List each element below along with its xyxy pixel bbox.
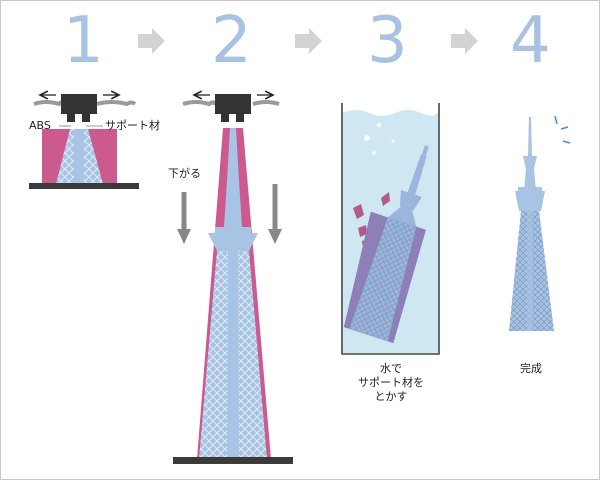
- label-complete: 完成: [520, 362, 542, 375]
- step-arrow-1-2: [138, 28, 165, 54]
- label-dissolve-line1: 水で: [380, 362, 402, 375]
- step4-sparkle-icon: [554, 115, 571, 144]
- step4-finished-tower: [509, 117, 554, 331]
- step2-print-head: [182, 94, 280, 122]
- label-abs: ABS: [29, 119, 51, 132]
- step2-down-arrow-left: [177, 192, 191, 244]
- step1-build-plate: [29, 183, 139, 189]
- step2-down-arrow-right: [268, 184, 282, 244]
- step-number-1: 1: [63, 4, 104, 78]
- step-number-4: 4: [510, 4, 551, 78]
- step1-tower-base: [56, 129, 103, 184]
- step-arrow-3-4: [451, 28, 478, 54]
- label-support-material: サポート材: [105, 119, 160, 132]
- label-dissolve-line3: とかす: [374, 390, 408, 403]
- step3-dissolving-tower: [343, 145, 429, 344]
- step-number-2: 2: [211, 4, 252, 78]
- label-dissolve-line2: サポート材を: [358, 376, 424, 389]
- step2-build-plate: [173, 457, 293, 464]
- step2-tower: [199, 128, 267, 459]
- label-bed-lowers: 下がる: [168, 167, 201, 180]
- step1-print-head: [33, 94, 137, 127]
- step-number-3: 3: [367, 4, 408, 78]
- step-arrow-2-3: [295, 28, 322, 54]
